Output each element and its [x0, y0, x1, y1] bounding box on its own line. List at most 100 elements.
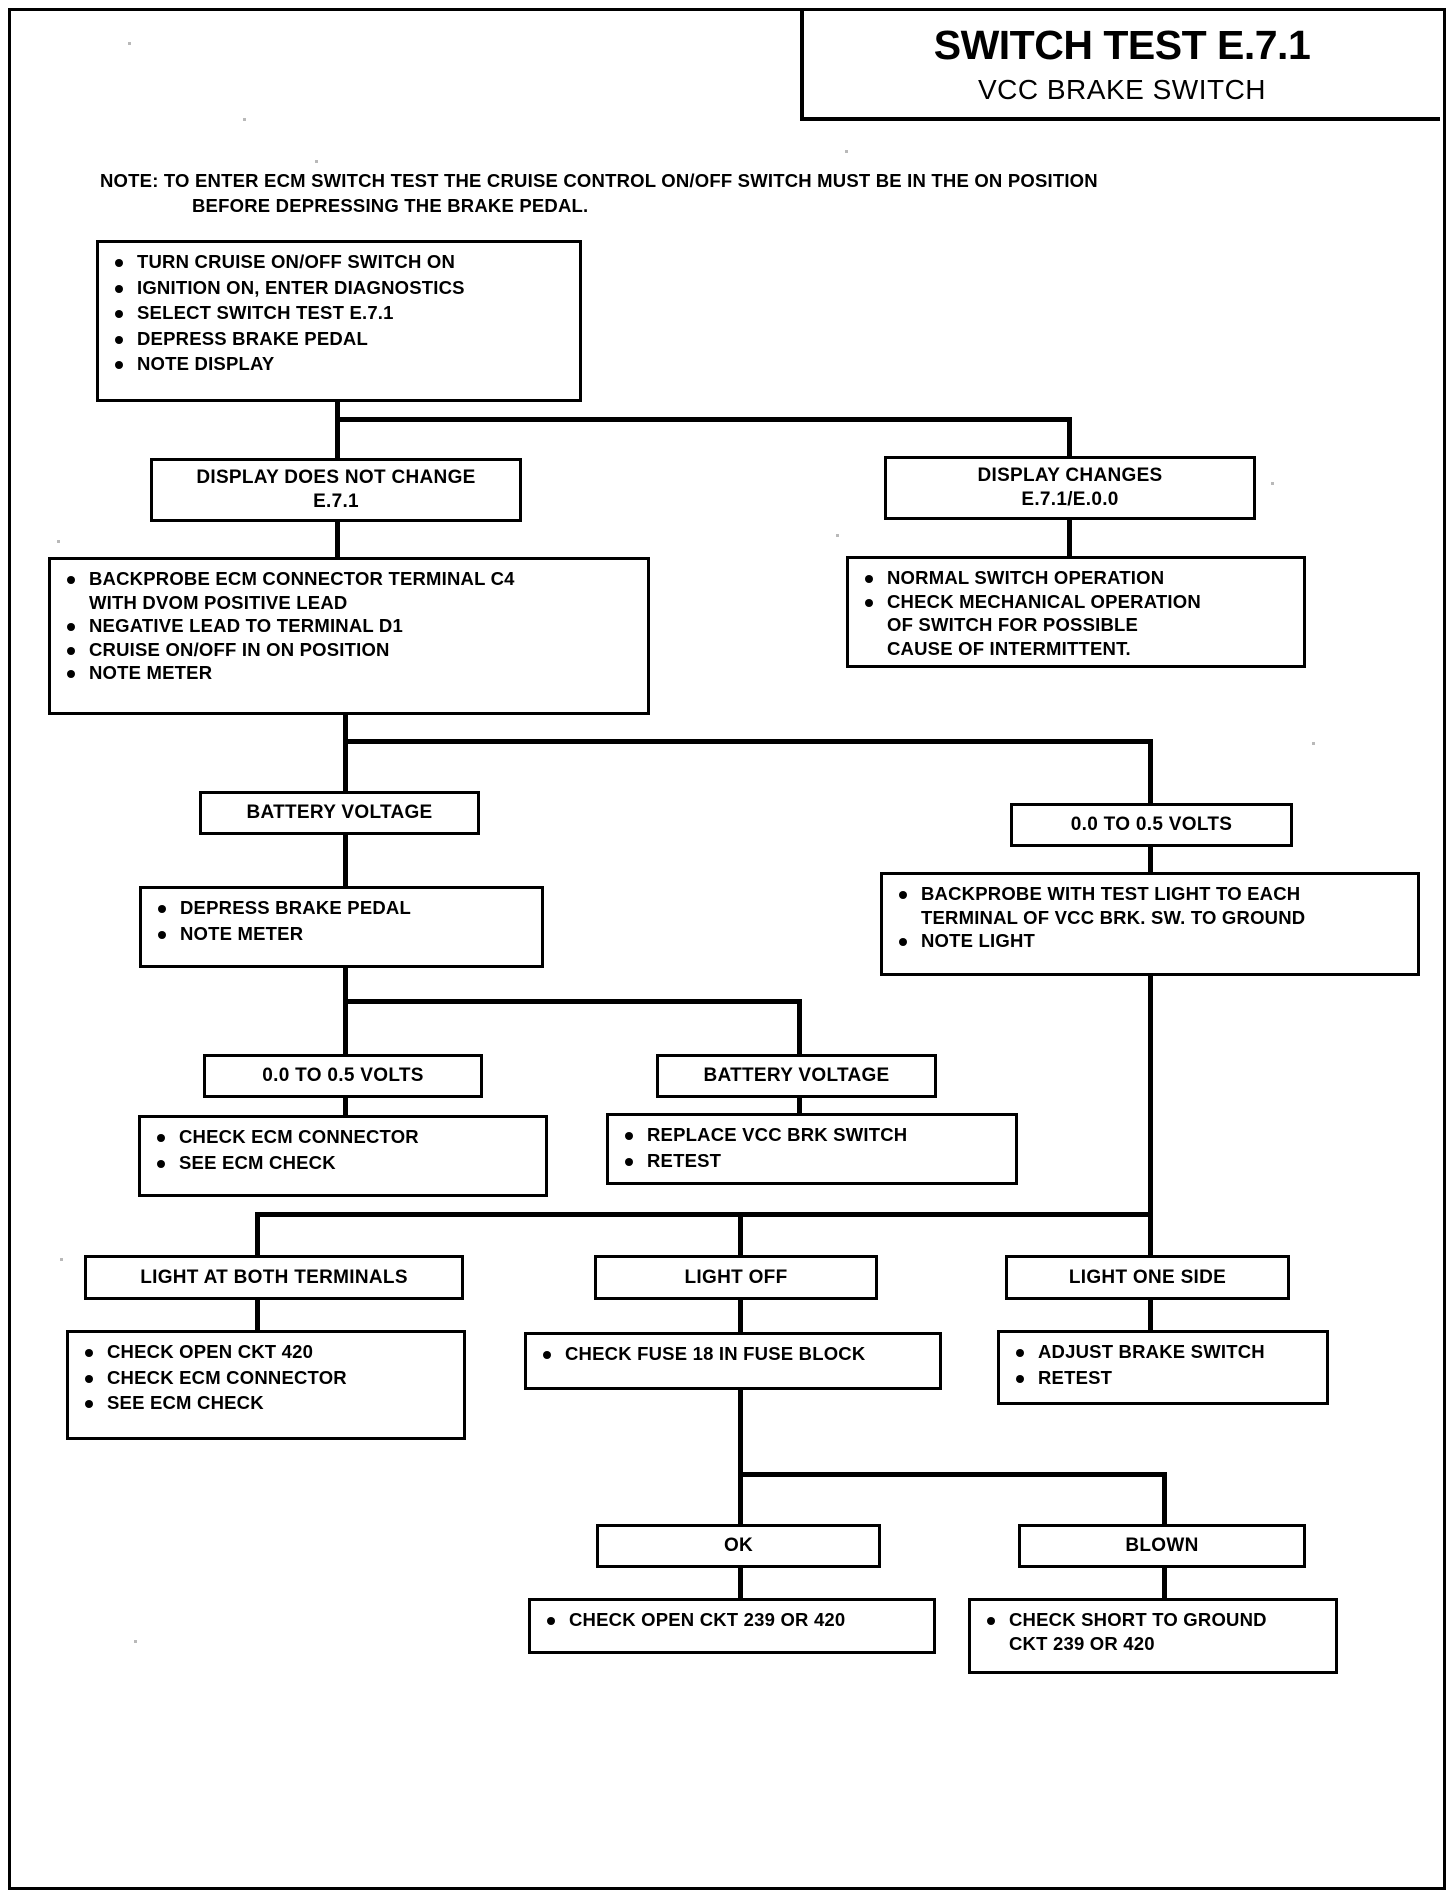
list-item: TURN CRUISE ON/OFF SWITCH ON — [113, 250, 573, 274]
node-normal-switch-operation[interactable]: NORMAL SWITCH OPERATION CHECK MECHANICAL… — [846, 556, 1306, 668]
scan-speck — [315, 160, 318, 163]
node-display-changes[interactable]: DISPLAY CHANGES E.7.1/E.0.0 — [884, 456, 1256, 520]
connector — [343, 715, 348, 743]
connector — [343, 999, 802, 1004]
connector — [335, 400, 340, 422]
connector — [343, 739, 348, 793]
node-battery-voltage-2[interactable]: BATTERY VOLTAGE — [656, 1054, 937, 1098]
node-ok[interactable]: OK — [596, 1524, 881, 1568]
list-item-continuation: CKT 239 OR 420 — [1009, 1632, 1155, 1654]
note-line-2: BEFORE DEPRESSING THE BRAKE PEDAL. — [192, 195, 589, 216]
scan-speck — [845, 150, 848, 153]
list-item: CHECK ECM CONNECTOR — [83, 1366, 457, 1390]
list-item: ADJUST BRAKE SWITCH — [1014, 1340, 1320, 1364]
connector — [343, 1080, 348, 1118]
node-check-short-to-ground[interactable]: CHECK SHORT TO GROUND CKT 239 OR 420 — [968, 1598, 1338, 1674]
list-item: SEE ECM CHECK — [83, 1391, 457, 1415]
scan-speck — [1312, 742, 1315, 745]
node-light-at-both-terminals[interactable]: LIGHT AT BOTH TERMINALS — [84, 1255, 464, 1300]
node-backprobe-ecm[interactable]: BACKPROBE ECM CONNECTOR TERMINAL C4 WITH… — [48, 557, 650, 715]
scan-speck — [1271, 482, 1274, 485]
connector — [1162, 1472, 1167, 1524]
scan-speck — [60, 1258, 63, 1261]
bullet-list: ADJUST BRAKE SWITCH RETEST — [1000, 1333, 1326, 1397]
page-title: SWITCH TEST E.7.1 — [933, 22, 1311, 68]
node-display-does-not-change[interactable]: DISPLAY DOES NOT CHANGE E.7.1 — [150, 458, 522, 522]
list-item: CHECK FUSE 18 IN FUSE BLOCK — [541, 1342, 933, 1366]
list-item: CHECK SHORT TO GROUND CKT 239 OR 420 — [985, 1608, 1329, 1655]
list-item-continuation: CAUSE OF INTERMITTENT. — [887, 637, 1131, 659]
list-item: BACKPROBE ECM CONNECTOR TERMINAL C4 WITH… — [65, 567, 641, 614]
connector — [335, 417, 1072, 422]
bullet-list: BACKPROBE WITH TEST LIGHT TO EACH TERMIN… — [883, 875, 1417, 959]
node-volts-0-to-0-5-left[interactable]: 0.0 TO 0.5 VOLTS — [203, 1054, 483, 1098]
list-item: DEPRESS BRAKE PEDAL — [156, 896, 535, 920]
list-item: DEPRESS BRAKE PEDAL — [113, 327, 573, 351]
connector — [738, 1472, 1167, 1477]
node-check-open-ckt-420[interactable]: CHECK OPEN CKT 420 CHECK ECM CONNECTOR S… — [66, 1330, 466, 1440]
node-check-ecm-connector[interactable]: CHECK ECM CONNECTOR SEE ECM CHECK — [138, 1115, 548, 1197]
node-start[interactable]: TURN CRUISE ON/OFF SWITCH ON IGNITION ON… — [96, 240, 582, 402]
list-item-label: BACKPROBE ECM CONNECTOR TERMINAL C4 — [89, 568, 515, 589]
node-blown[interactable]: BLOWN — [1018, 1524, 1306, 1568]
node-label: BATTERY VOLTAGE — [246, 802, 433, 823]
list-item: SEE ECM CHECK — [155, 1151, 539, 1175]
bullet-list: BACKPROBE ECM CONNECTOR TERMINAL C4 WITH… — [51, 560, 647, 691]
list-item: REPLACE VCC BRK SWITCH — [623, 1123, 1009, 1147]
list-item: NOTE METER — [156, 922, 535, 946]
list-item-label: BACKPROBE WITH TEST LIGHT TO EACH — [921, 883, 1301, 904]
note-text: NOTE: TO ENTER ECM SWITCH TEST THE CRUIS… — [100, 168, 1410, 218]
node-light-off[interactable]: LIGHT OFF — [594, 1255, 878, 1300]
bullet-list: DEPRESS BRAKE PEDAL NOTE METER — [142, 889, 541, 953]
node-label: LIGHT AT BOTH TERMINALS — [140, 1266, 408, 1288]
connector — [255, 1212, 260, 1255]
connector — [1162, 1558, 1167, 1603]
scan-speck — [836, 534, 839, 537]
connector — [1067, 417, 1072, 456]
label-line-1: DISPLAY DOES NOT CHANGE — [196, 467, 476, 488]
connector — [738, 1558, 743, 1603]
bullet-list: NORMAL SWITCH OPERATION CHECK MECHANICAL… — [849, 559, 1303, 666]
connector — [797, 999, 802, 1056]
connector — [1067, 520, 1072, 557]
bullet-list: REPLACE VCC BRK SWITCH RETEST — [609, 1116, 1015, 1180]
note-line-1: NOTE: TO ENTER ECM SWITCH TEST THE CRUIS… — [100, 170, 1098, 191]
label-line-1: DISPLAY CHANGES — [977, 465, 1163, 486]
connector — [335, 417, 340, 460]
bullet-list: TURN CRUISE ON/OFF SWITCH ON IGNITION ON… — [99, 243, 579, 384]
list-item: IGNITION ON, ENTER DIAGNOSTICS — [113, 276, 573, 300]
list-item: NOTE METER — [65, 661, 641, 685]
connector — [343, 968, 348, 1002]
node-check-open-ckt-239-or-420[interactable]: CHECK OPEN CKT 239 OR 420 — [528, 1598, 936, 1654]
list-item: CHECK OPEN CKT 420 — [83, 1340, 457, 1364]
list-item-continuation: OF SWITCH FOR POSSIBLE — [887, 614, 1139, 635]
scan-speck — [57, 540, 60, 543]
node-replace-vcc-brk-switch[interactable]: REPLACE VCC BRK SWITCH RETEST — [606, 1113, 1018, 1185]
node-check-fuse-18[interactable]: CHECK FUSE 18 IN FUSE BLOCK — [524, 1332, 942, 1390]
label-line-2: E.7.1/E.0.0 — [1021, 489, 1119, 510]
node-label: DISPLAY CHANGES E.7.1/E.0.0 — [887, 459, 1253, 517]
page-border — [8, 8, 1446, 1890]
node-label: OK — [723, 1535, 754, 1556]
title-block: SWITCH TEST E.7.1 VCC BRAKE SWITCH — [800, 11, 1440, 121]
node-depress-brake-pedal[interactable]: DEPRESS BRAKE PEDAL NOTE METER — [139, 886, 544, 968]
scan-speck — [243, 118, 246, 121]
connector — [738, 1293, 743, 1333]
connector — [335, 522, 340, 559]
node-volts-0-to-0-5-right[interactable]: 0.0 TO 0.5 VOLTS — [1010, 803, 1293, 847]
list-item: CRUISE ON/OFF IN ON POSITION — [65, 638, 641, 662]
connector — [738, 1472, 743, 1524]
scan-speck — [128, 42, 131, 45]
scan-speck — [134, 1640, 137, 1643]
node-backprobe-test-light[interactable]: BACKPROBE WITH TEST LIGHT TO EACH TERMIN… — [880, 872, 1420, 976]
list-item: NOTE LIGHT — [897, 929, 1411, 953]
connector — [255, 1212, 1153, 1217]
connector — [738, 1212, 743, 1255]
node-adjust-brake-switch[interactable]: ADJUST BRAKE SWITCH RETEST — [997, 1330, 1329, 1405]
node-light-one-side[interactable]: LIGHT ONE SIDE — [1005, 1255, 1290, 1300]
bullet-list: CHECK OPEN CKT 239 OR 420 — [531, 1601, 933, 1640]
list-item-label: CHECK MECHANICAL OPERATION — [887, 590, 1201, 612]
label-line-2: E.7.1 — [313, 491, 359, 512]
node-battery-voltage-1[interactable]: BATTERY VOLTAGE — [199, 791, 480, 835]
